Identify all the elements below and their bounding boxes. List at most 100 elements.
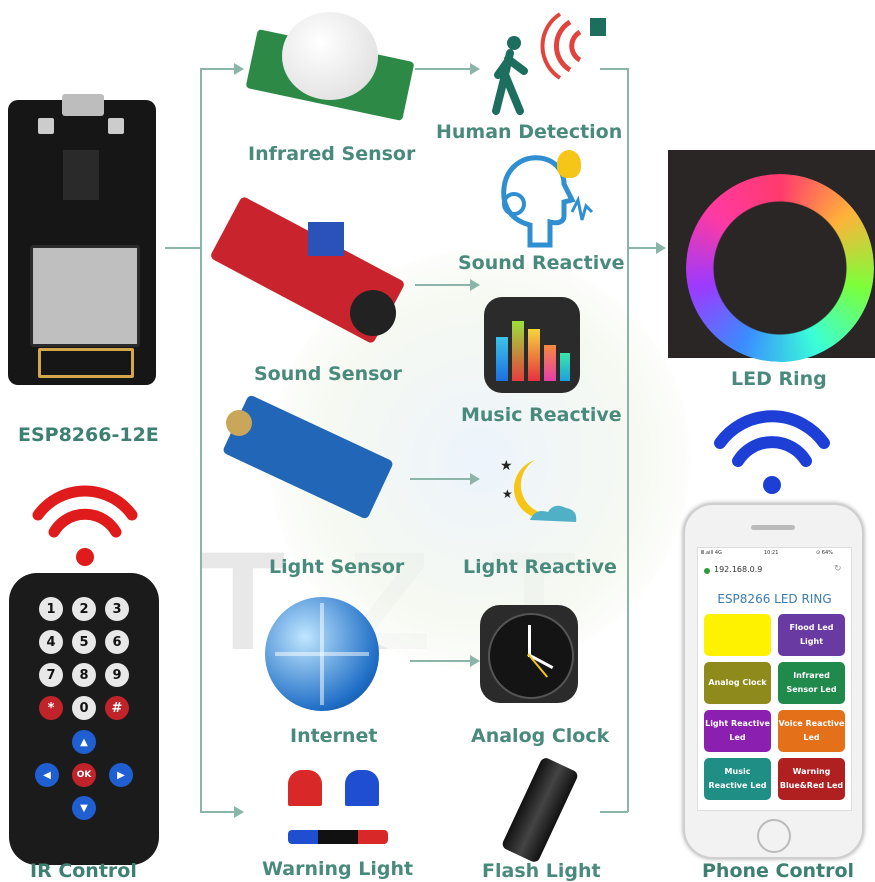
light-reactive-label: Light Reactive — [463, 556, 617, 578]
antenna-trace — [38, 348, 134, 378]
sound-sensor-label: Sound Sensor — [254, 363, 402, 385]
music-equalizer-icon — [484, 297, 580, 393]
address-bar[interactable]: 192.168.0.9 — [714, 565, 763, 574]
globe-icon — [265, 597, 379, 711]
connector-human — [415, 68, 471, 70]
esp8266-board — [8, 94, 156, 385]
clock-label: Analog Clock — [471, 725, 610, 747]
remote-down-icon: ▼ — [72, 796, 96, 820]
flash-button — [38, 118, 54, 134]
human-walking-icon — [492, 36, 528, 115]
svg-text:★: ★ — [502, 487, 513, 501]
address-dot-icon — [704, 568, 710, 574]
connector-main-vertical — [200, 68, 202, 812]
reload-icon[interactable]: ↻ — [834, 564, 842, 574]
tile-light-reactive[interactable]: Light Reactive Led — [704, 710, 771, 752]
flash-label: Flash Light — [482, 860, 601, 882]
red-siren-icon — [288, 770, 322, 806]
tile-analog-clock[interactable]: Analog Clock — [704, 662, 771, 704]
remote-key-8: 8 — [72, 663, 96, 687]
connector-right-top — [600, 68, 628, 70]
human-label: Human Detection — [436, 121, 623, 143]
usb-port — [62, 94, 104, 116]
sound-reactive-label: Sound Reactive — [458, 252, 625, 274]
svg-text:★: ★ — [500, 458, 513, 474]
microphone — [350, 290, 396, 336]
arrow-light — [470, 473, 480, 485]
remote-key-hash: # — [105, 696, 129, 720]
connector-right-bottom — [600, 811, 628, 813]
remote-key-9: 9 — [105, 663, 129, 687]
warning-label: Warning Light — [262, 858, 414, 880]
led-ring-label: LED Ring — [731, 368, 827, 390]
tile-music-reactive[interactable]: Music Reactive Led — [704, 758, 771, 800]
blue-siren-icon — [345, 770, 379, 806]
lightbulb-icon — [557, 150, 581, 178]
connector-warning — [200, 811, 236, 813]
ir-label: IR Control — [30, 860, 137, 882]
connector-esp — [165, 247, 201, 249]
esp12e-module — [30, 245, 140, 347]
music-label: Music Reactive — [461, 404, 622, 426]
tile-yellow[interactable] — [704, 614, 771, 656]
lightbar-icon — [288, 830, 388, 844]
arrow-led-ring — [656, 242, 666, 254]
clock-icon — [480, 605, 578, 703]
tile-warning[interactable]: Warning Blue&Red Led — [778, 758, 845, 800]
connector-internet — [410, 660, 471, 662]
phone-screen: Ⅲ.aill 4G 10:21 ⊙ 64% 192.168.0.9 ↻ ESP8… — [697, 547, 852, 811]
remote-key-6: 6 — [105, 630, 129, 654]
phone-frame: Ⅲ.aill 4G 10:21 ⊙ 64% 192.168.0.9 ↻ ESP8… — [683, 503, 864, 859]
led-ring — [686, 174, 874, 362]
remote-key-5: 5 — [72, 630, 96, 654]
ir-remote: 1 2 3 4 5 6 7 8 9 * 0 # ▲ ◀ OK ▶ ▼ — [9, 573, 159, 865]
tile-infrared-led[interactable]: Infrared Sensor Led — [778, 662, 845, 704]
head-voice-icon — [501, 155, 594, 248]
remote-key-7: 7 — [39, 663, 63, 687]
connector-sound — [415, 284, 471, 286]
potentiometer — [308, 222, 344, 256]
app-title: ESP8266 LED RING — [717, 592, 832, 606]
photoresistor — [226, 410, 252, 436]
home-button[interactable] — [757, 819, 791, 853]
esp-label: ESP8266-12E — [18, 424, 159, 446]
tile-flood-led[interactable]: Flood Led Light — [778, 614, 845, 656]
remote-key-2: 2 — [72, 597, 96, 621]
rst-button — [108, 118, 124, 134]
led-ring-photo — [668, 150, 875, 362]
arrow-sound — [470, 279, 480, 291]
arrow-infrared — [234, 63, 244, 75]
remote-key-1: 1 — [39, 597, 63, 621]
light-sensor-label: Light Sensor — [269, 556, 405, 578]
infrared-label: Infrared Sensor — [248, 143, 416, 165]
wifi-red-icon — [32, 485, 138, 566]
remote-key-star: * — [39, 696, 63, 720]
remote-key-3: 3 — [105, 597, 129, 621]
chip-ch340 — [63, 150, 99, 200]
moon-stars-icon: ★ ★ — [500, 458, 577, 522]
status-right: ⊙ 64% — [816, 550, 833, 556]
status-left: Ⅲ.aill 4G — [701, 550, 722, 556]
remote-left-icon: ◀ — [35, 763, 59, 787]
remote-right-icon: ▶ — [109, 763, 133, 787]
connector-light — [410, 478, 471, 480]
connector-right-vertical — [627, 68, 629, 812]
pir-dome — [282, 12, 378, 100]
phone-label: Phone Control — [702, 860, 855, 882]
remote-key-0: 0 — [72, 696, 96, 720]
tile-voice-reactive[interactable]: Voice Reactive Led — [778, 710, 845, 752]
arrow-warning — [234, 806, 244, 818]
connector-led-ring — [628, 247, 658, 249]
remote-up-icon: ▲ — [72, 730, 96, 754]
arrow-human — [470, 63, 480, 75]
phone-speaker — [751, 525, 795, 530]
signal-waves-icon — [540, 12, 606, 80]
flashlight-icon — [500, 756, 580, 864]
connector-infrared — [200, 68, 236, 70]
internet-label: Internet — [290, 725, 378, 747]
wifi-blue-icon — [714, 410, 830, 494]
arrow-internet — [470, 655, 480, 667]
status-time: 10:21 — [764, 550, 779, 556]
remote-key-4: 4 — [39, 630, 63, 654]
remote-ok-button: OK — [72, 763, 96, 787]
